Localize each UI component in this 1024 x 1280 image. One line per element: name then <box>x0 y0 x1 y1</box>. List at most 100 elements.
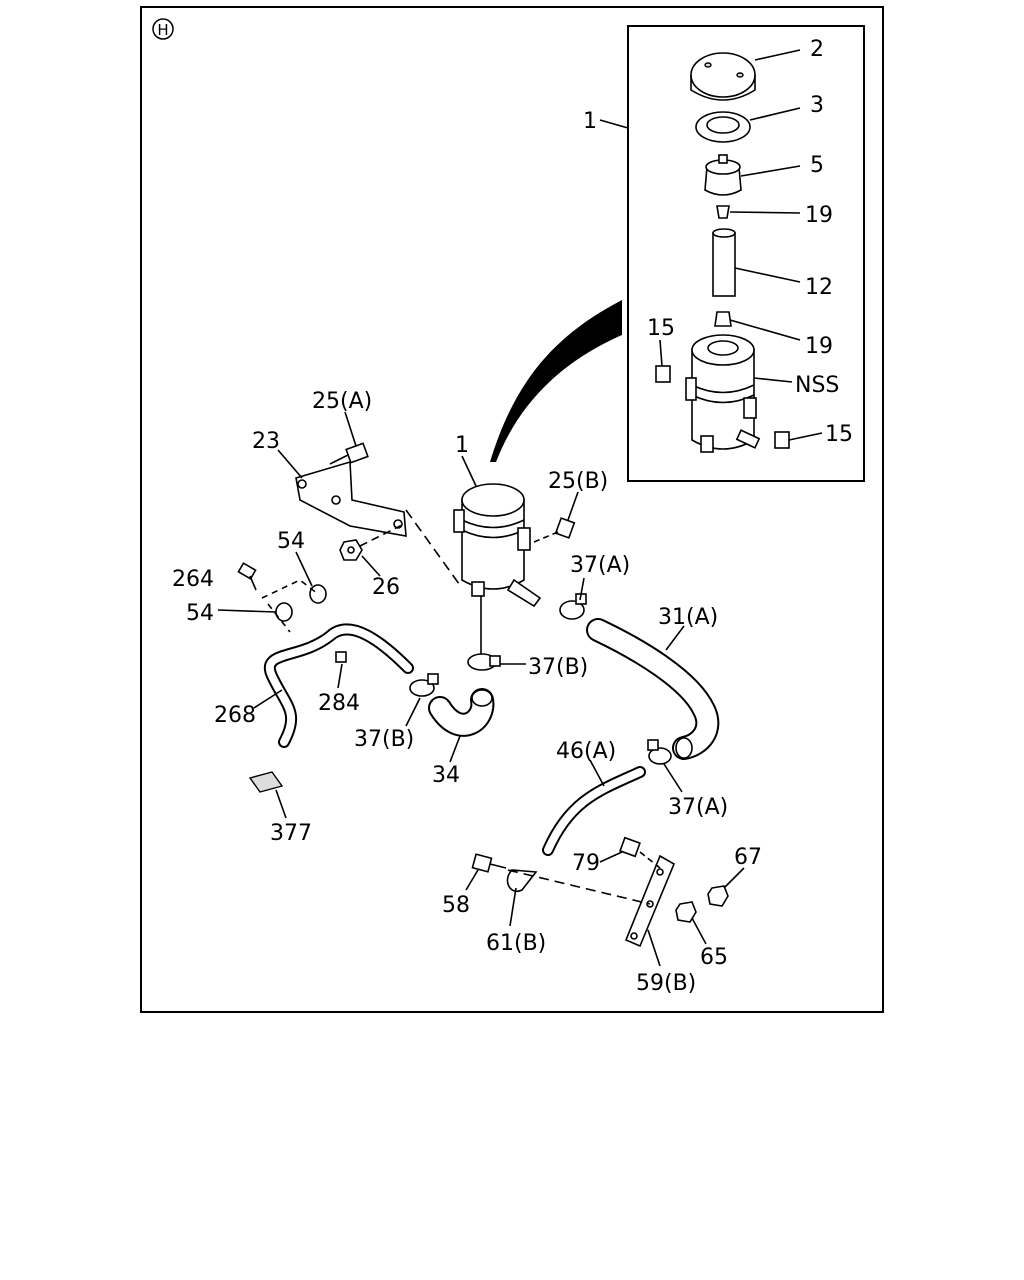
leader-37a-top <box>579 577 585 601</box>
label-67: 67 <box>734 845 762 870</box>
leader-67 <box>723 867 745 889</box>
pad-377-part <box>248 771 284 793</box>
leader-268 <box>253 689 283 709</box>
leader-284 <box>337 663 343 689</box>
dash-264-clips <box>261 579 319 633</box>
svg-text:H: H <box>157 21 168 39</box>
label-54b: 54 <box>186 601 214 626</box>
label-25b: 25(B) <box>548 469 608 494</box>
nut-26-part <box>339 539 363 561</box>
label-3: 3 <box>810 93 824 118</box>
dash-58-59b <box>507 869 651 905</box>
label-61b: 61(B) <box>486 931 546 956</box>
label-46a: 46(A) <box>556 739 616 764</box>
label-nss: NSS <box>795 373 839 398</box>
bolt-264-part <box>237 562 257 591</box>
label-59b: 59(B) <box>636 971 696 996</box>
clip-61b-part <box>506 869 538 893</box>
leader-46a <box>589 759 605 787</box>
label-31a: 31(A) <box>658 605 718 630</box>
fitting-284-part <box>335 651 347 663</box>
diagram-frame <box>140 6 884 1013</box>
bracket-23-part <box>295 460 407 537</box>
pipe-part <box>712 228 736 297</box>
clamp-37a-top-part <box>559 593 587 620</box>
bolt-79-part <box>619 836 641 858</box>
label-34: 34 <box>432 763 460 788</box>
leader-54b <box>217 609 277 613</box>
leader-377 <box>275 789 287 819</box>
label-19b: 19 <box>805 334 833 359</box>
label-15b: 15 <box>825 422 853 447</box>
leader-23 <box>277 449 303 479</box>
leader-3 <box>749 107 801 121</box>
clip-54-lower-part <box>275 602 293 622</box>
leader-12 <box>734 267 801 283</box>
leader-19a <box>729 211 801 214</box>
label-25a: 25(A) <box>312 389 372 414</box>
label-264: 264 <box>172 567 214 592</box>
leader-25b <box>567 491 579 521</box>
label-19a: 19 <box>805 203 833 228</box>
cap-part <box>690 52 756 101</box>
reservoir-body-part <box>685 334 761 453</box>
section-marker: H <box>152 18 174 40</box>
clamp-37b-left-part <box>409 673 439 697</box>
clip-54-upper-part <box>309 584 327 604</box>
dash-79 <box>639 851 661 869</box>
leader-61b <box>509 887 517 927</box>
nut-67-part <box>707 885 729 907</box>
label-65: 65 <box>700 945 728 970</box>
clamp-37b-center-part <box>467 653 501 671</box>
label-37a-lower: 37(A) <box>668 795 728 820</box>
label-26: 26 <box>372 575 400 600</box>
leader-37a-lower <box>663 763 683 793</box>
label-377: 377 <box>270 821 312 846</box>
leader-25a <box>344 411 357 447</box>
leader-79 <box>599 851 623 863</box>
label-12: 12 <box>805 275 833 300</box>
leader-26 <box>361 555 381 577</box>
grommet-bottom-part <box>714 311 732 327</box>
label-284: 284 <box>318 691 360 716</box>
leader-15a <box>659 339 663 367</box>
bolt-58-part <box>471 853 507 873</box>
zoom-wedge <box>490 300 622 462</box>
leader-1-main <box>461 455 477 487</box>
dash-nut-26 <box>359 523 405 547</box>
clamp-37a-lower-part <box>647 739 672 765</box>
leader-59b <box>647 929 661 967</box>
leader-31a <box>665 625 685 651</box>
grommet-top-part <box>716 205 730 219</box>
leader-58 <box>465 869 479 891</box>
label-37b-left: 37(B) <box>354 727 414 752</box>
bolt-25a-part <box>329 442 369 465</box>
label-2: 2 <box>810 37 824 62</box>
main-reservoir-part <box>453 483 542 608</box>
bolt-25b-part <box>533 517 576 543</box>
leader-nss <box>753 377 793 383</box>
label-268: 268 <box>214 703 256 728</box>
leader-54a <box>295 551 313 587</box>
label-15a: 15 <box>647 316 675 341</box>
label-79: 79 <box>572 851 600 876</box>
label-1-top: 1 <box>583 109 597 134</box>
label-23: 23 <box>252 429 280 454</box>
dash-bracket-reservoir <box>405 509 463 589</box>
label-37b-center: 37(B) <box>528 655 588 680</box>
label-54a: 54 <box>277 529 305 554</box>
strainer-part <box>704 154 742 196</box>
leader-5 <box>740 165 801 177</box>
inset-frame <box>627 25 865 482</box>
seal-ring-part <box>695 111 751 143</box>
leader-37b-left <box>405 697 421 727</box>
nut-65-part <box>675 901 697 923</box>
leader-19b <box>729 319 801 341</box>
bracket-59b-part <box>624 854 676 948</box>
label-5: 5 <box>810 153 824 178</box>
leader-15b <box>788 432 823 441</box>
leader-1-top <box>599 119 629 129</box>
clip-right-part <box>774 431 790 449</box>
label-37a-top: 37(A) <box>570 553 630 578</box>
